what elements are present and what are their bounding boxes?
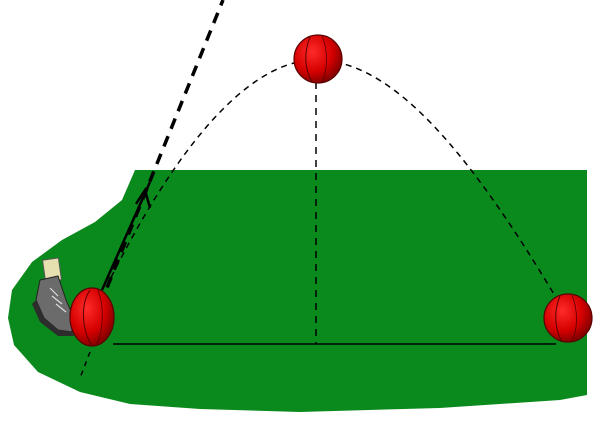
ball-at-landing bbox=[543, 293, 593, 343]
grass-field bbox=[8, 170, 587, 412]
shoe-laces bbox=[49, 287, 67, 313]
ball-at-launch bbox=[69, 287, 115, 347]
launch-direction-line bbox=[98, 0, 225, 306]
shoe-sole bbox=[32, 300, 74, 336]
velocity-arrow bbox=[100, 181, 152, 291]
kicking-shoe bbox=[32, 257, 75, 336]
trajectory-tail bbox=[79, 351, 91, 379]
ball-at-peak bbox=[293, 34, 343, 84]
